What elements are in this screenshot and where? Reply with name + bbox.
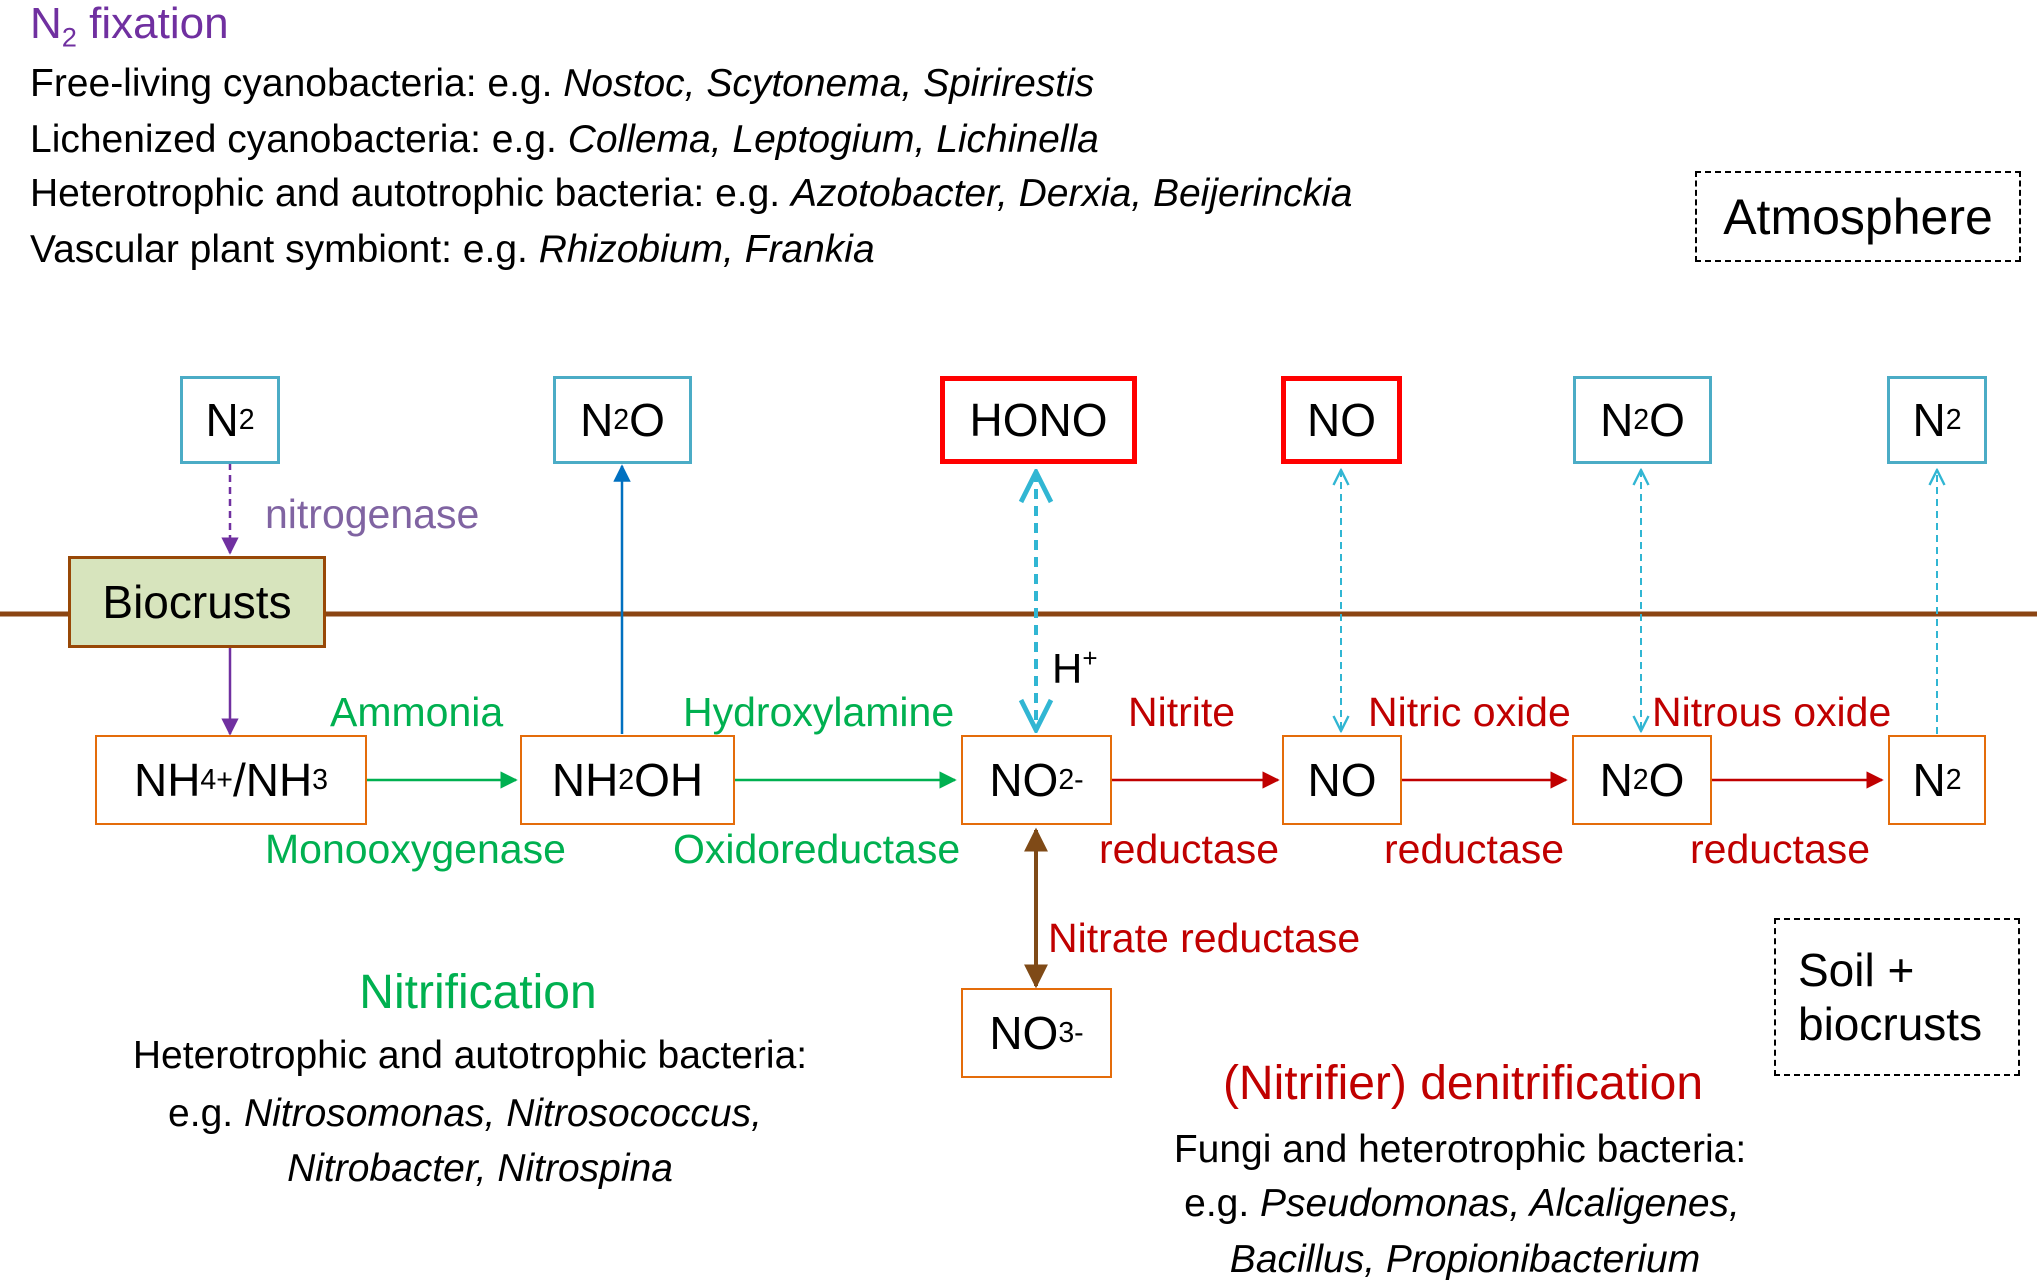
ammonia-label: Ammonia <box>330 689 504 735</box>
n2-fixation-line-3: Heterotrophic and autotrophic bacteria: … <box>30 172 1353 215</box>
monooxygenase-label: Monooxygenase <box>265 826 566 872</box>
denitrification-line-2: e.g. Pseudomonas, Alcaligenes, <box>1184 1182 1740 1225</box>
n2-fixation-line-4: Vascular plant symbiont: e.g. Rhizobium,… <box>30 228 875 271</box>
atm-no-box: NO <box>1281 376 1402 464</box>
atmosphere-label: Atmosphere <box>1695 171 2021 262</box>
no-box: NO <box>1282 735 1402 825</box>
soil-label-line-1: Soil + <box>1798 944 1915 996</box>
reductase-3-label: reductase <box>1690 826 1871 872</box>
nitrogenase-label: nitrogenase <box>265 491 480 537</box>
nitrification-line-2: e.g. Nitrosomonas, Nitrosococcus, <box>168 1092 762 1135</box>
denitrification-line-1: Fungi and heterotrophic bacteria: <box>1173 1128 1747 1171</box>
reductase-1-label: reductase <box>1099 826 1280 872</box>
nitrification-title: Nitrification <box>359 966 597 1019</box>
nitrite-label: Nitrite <box>1128 689 1236 735</box>
denitrification-line-3: Bacillus, Propionibacterium <box>1229 1238 1701 1281</box>
biocrusts-box: Biocrusts <box>68 556 326 648</box>
nitrification-line-1: Heterotrophic and autotrophic bacteria: <box>132 1034 808 1077</box>
n2-fixation-line-1: Free-living cyanobacteria: e.g. Nostoc, … <box>30 62 1095 105</box>
nitric-oxide-label: Nitric oxide <box>1368 689 1571 735</box>
hydroxylamine-label: Hydroxylamine <box>683 689 955 735</box>
soil-biocrusts-label: Soil + biocrusts <box>1774 918 2020 1076</box>
nitrate-reductase-label: Nitrate reductase <box>1048 915 1361 961</box>
h-plus-label: H+ <box>1052 642 1098 692</box>
atm-hono-box: HONO <box>940 376 1137 464</box>
reductase-2-label: reductase <box>1384 826 1565 872</box>
denitrification-title: (Nitrifier) denitrification <box>1222 1057 1704 1110</box>
n2-fixation-line-2: Lichenized cyanobacteria: e.g. Collema, … <box>30 118 1099 161</box>
oxidoreductase-label: Oxidoreductase <box>673 826 961 872</box>
nitrification-line-3: Nitrobacter, Nitrospina <box>287 1147 673 1190</box>
nitrous-oxide-label: Nitrous oxide <box>1652 689 1892 735</box>
soil-label-line-2: biocrusts <box>1798 997 1983 1050</box>
n2-fixation-title: N2 fixation <box>30 0 229 53</box>
